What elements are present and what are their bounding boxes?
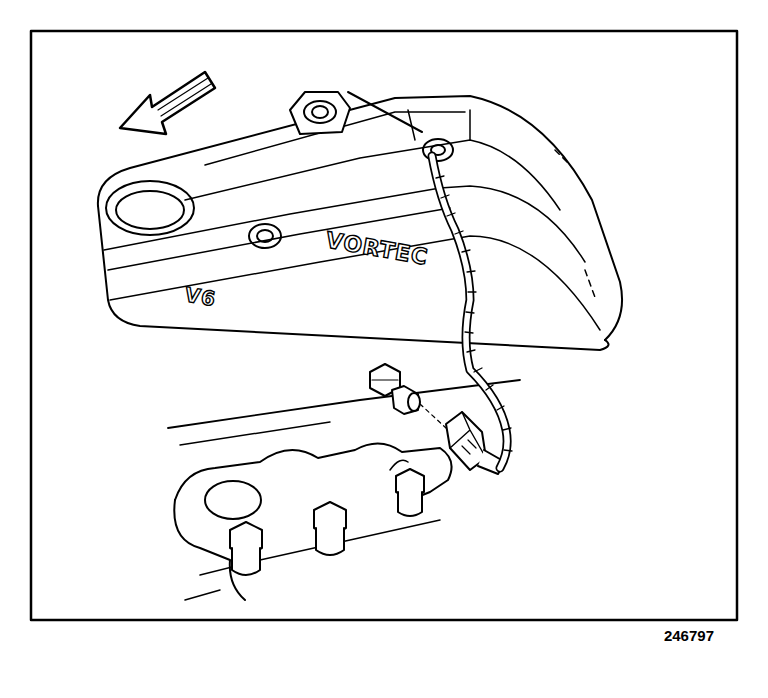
engine-marking: VORTEC xyxy=(324,229,430,269)
engine-marking: V6 xyxy=(183,284,217,309)
exhaust-manifold xyxy=(174,443,451,600)
direction-arrow xyxy=(120,72,215,134)
valve-cover xyxy=(98,92,622,350)
temperature-sensor xyxy=(370,364,446,428)
sensor-connector xyxy=(446,412,505,474)
figure-frame xyxy=(31,31,737,620)
figure-number: 246797 xyxy=(664,628,714,643)
wiring-harness xyxy=(432,156,512,468)
